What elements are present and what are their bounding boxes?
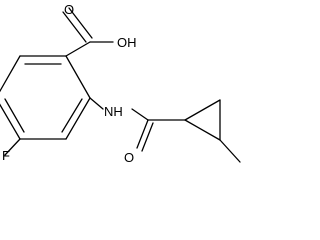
carboxyl-group: [62, 7, 114, 57]
bond-carbonyl-o-a: [136, 119, 149, 149]
methylcyclopropyl-group: [184, 99, 241, 163]
atom-label-amide-oxygen: O: [124, 150, 134, 165]
amide-group: [89, 97, 186, 152]
atom-label-amide-nitrogen: NH: [104, 104, 123, 119]
atom-label-fluorine: F: [2, 148, 10, 163]
bond-cp-1-2: [184, 99, 221, 121]
bond-c5-c6: [0, 55, 21, 93]
structure-canvas: O OH F NH O: [0, 2, 241, 165]
molecule-structure: O OH F NH O: [0, 2, 241, 165]
bond-c-o-double-a: [62, 11, 87, 43]
bond-carbonyl-o-b: [141, 122, 154, 152]
bond-ring-nitrogen: [89, 97, 104, 110]
bond-c4-c5: [0, 103, 21, 140]
bond-c2-c3: [65, 97, 91, 140]
benzene-ring: [0, 55, 91, 140]
bond-c-o-double-b: [68, 7, 93, 39]
bond-ring-carboxyl: [65, 41, 91, 57]
bond-cp-3-1: [184, 119, 221, 141]
bond-c1-c2: [65, 55, 91, 99]
bond-c4-c5-inner: [4, 98, 25, 133]
bond-c2-c3-inner: [61, 98, 83, 133]
bond-cp-methyl: [219, 139, 241, 163]
atom-label-hydroxyl: OH: [117, 35, 137, 50]
bond-nitrogen-carbonyl: [131, 108, 149, 121]
bond-ring-fluorine: [4, 138, 21, 156]
atom-label-carboxyl-oxygen: O: [64, 2, 74, 17]
